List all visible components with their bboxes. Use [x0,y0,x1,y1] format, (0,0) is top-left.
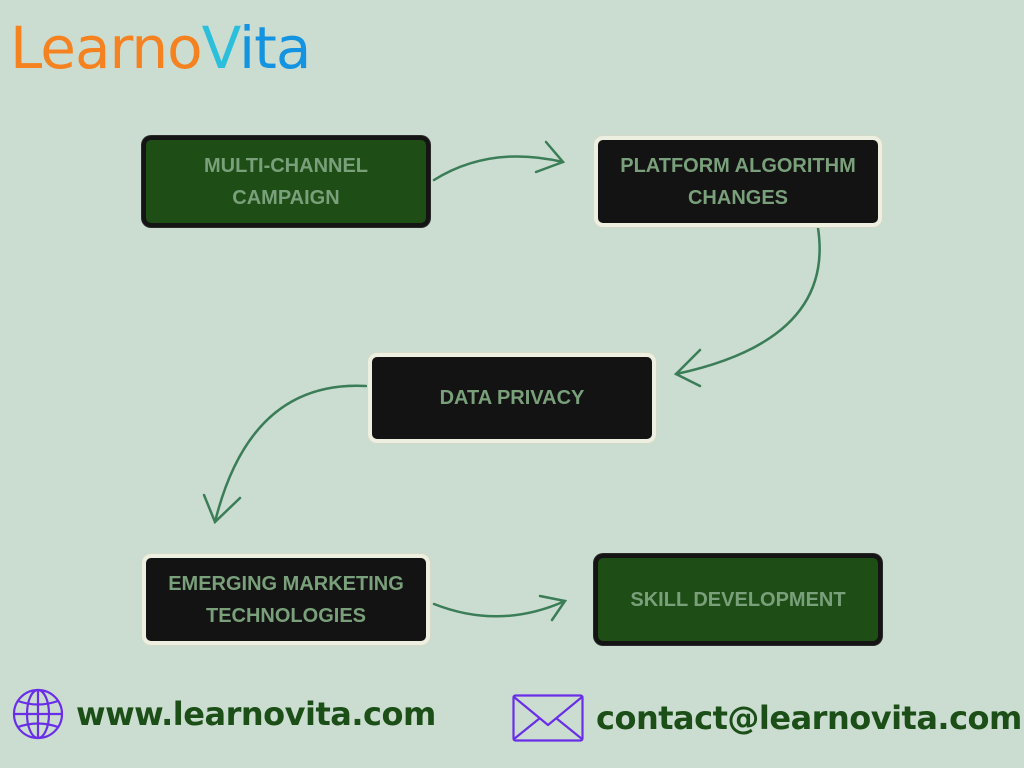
website-contact: www.learnovita.com [12,688,436,740]
node-multi-channel-campaign: MULTI-CHANNEL CAMPAIGN [142,136,430,227]
logo-v: V [201,14,240,82]
website-link[interactable]: www.learnovita.com [76,695,436,733]
learnovita-logo: LearnoVita [10,8,311,88]
email-link[interactable]: contact@learnovita.com [596,699,1022,737]
logo-learno: Learno [10,14,203,82]
arrow-2 [674,226,821,376]
node-label: SKILL DEVELOPMENT [630,588,846,611]
email-contact: contact@learnovita.com [512,694,1022,742]
node-label: MULTI-CHANNEL CAMPAIGN [203,154,369,209]
arrow-1 [432,155,565,182]
globe-icon [12,688,64,740]
node-label: DATA PRIVACY [439,387,585,409]
arrow-4 [432,599,567,618]
node-label: PLATFORM ALGORITHM CHANGES [620,154,856,209]
node-label: EMERGING MARKETING TECHNOLOGIES [168,572,404,627]
arrow-3 [213,384,368,524]
node-platform-algorithm-changes: PLATFORM ALGORITHM CHANGES [594,136,882,227]
node-data-privacy: DATA PRIVACY [368,353,656,443]
node-emerging-marketing-technologies: EMERGING MARKETING TECHNOLOGIES [142,554,430,645]
node-skill-development: SKILL DEVELOPMENT [594,554,882,645]
logo-ita: ita [239,14,311,82]
envelope-icon [512,694,584,742]
